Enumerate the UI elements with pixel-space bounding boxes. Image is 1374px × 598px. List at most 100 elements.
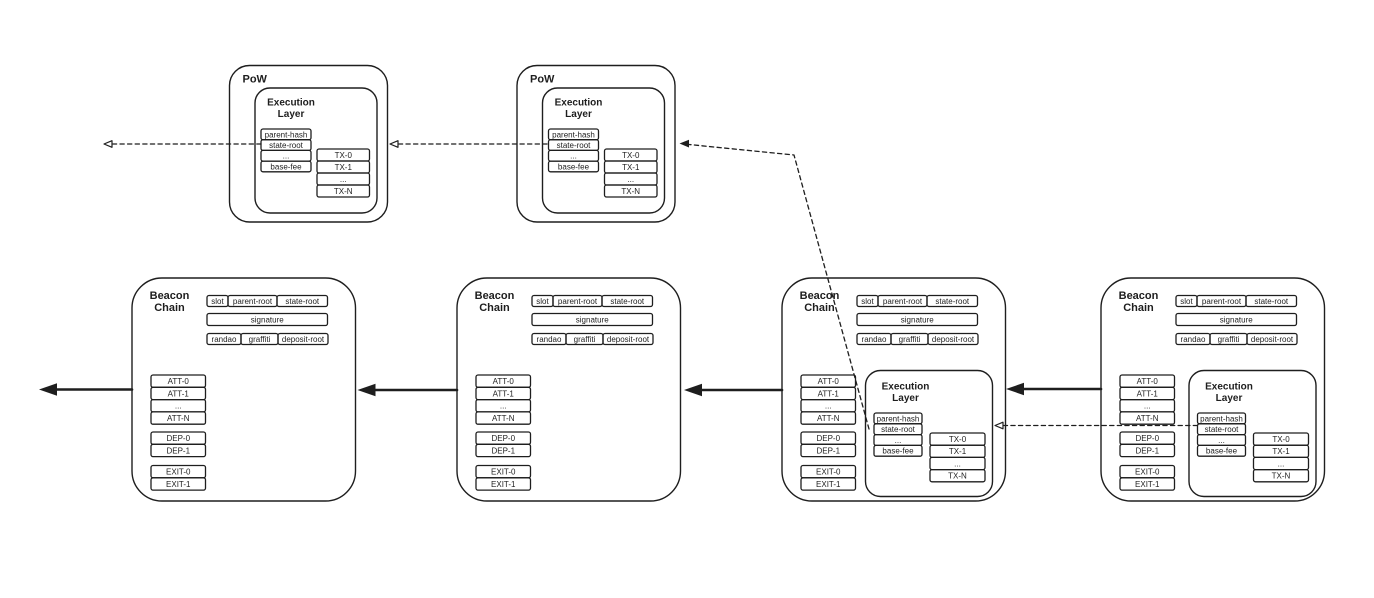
svg-text:state-root: state-root [269, 141, 304, 150]
svg-text:Beacon: Beacon [1119, 290, 1159, 302]
svg-text:deposit-root: deposit-root [932, 335, 975, 344]
svg-text:DEP-0: DEP-0 [816, 434, 840, 443]
svg-text:TX-N: TX-N [621, 187, 640, 196]
svg-text:DEP-1: DEP-1 [1135, 446, 1159, 455]
svg-text:TX-1: TX-1 [1272, 447, 1290, 456]
svg-text:...: ... [1144, 402, 1151, 411]
svg-text:EXIT-0: EXIT-0 [166, 468, 191, 477]
svg-text:signature: signature [576, 315, 609, 324]
svg-text:deposit-root: deposit-root [1251, 335, 1294, 344]
svg-text:base-fee: base-fee [558, 162, 590, 171]
svg-text:Execution: Execution [267, 98, 315, 109]
svg-text:state-root: state-root [1205, 425, 1240, 434]
svg-text:ATT-0: ATT-0 [168, 377, 190, 386]
svg-text:slot: slot [1180, 297, 1193, 306]
svg-text:TX-N: TX-N [1272, 472, 1291, 481]
svg-text:Chain: Chain [154, 302, 185, 314]
svg-text:...: ... [954, 459, 961, 468]
svg-text:ATT-1: ATT-1 [493, 389, 515, 398]
svg-text:randao: randao [537, 335, 562, 344]
svg-text:signature: signature [251, 315, 284, 324]
svg-text:ATT-1: ATT-1 [168, 389, 190, 398]
svg-text:...: ... [283, 152, 290, 161]
svg-text:Chain: Chain [804, 302, 835, 314]
svg-text:...: ... [570, 152, 577, 161]
svg-text:ATT-1: ATT-1 [1137, 389, 1159, 398]
svg-text:TX-0: TX-0 [622, 151, 640, 160]
svg-text:TX-1: TX-1 [622, 163, 640, 172]
svg-text:slot: slot [211, 297, 224, 306]
svg-text:slot: slot [861, 297, 874, 306]
svg-text:signature: signature [1220, 315, 1253, 324]
svg-text:randao: randao [212, 335, 237, 344]
svg-text:ATT-0: ATT-0 [493, 377, 515, 386]
svg-text:Chain: Chain [479, 302, 510, 314]
svg-text:state-root: state-root [935, 297, 970, 306]
svg-text:parent-root: parent-root [558, 297, 598, 306]
svg-text:EXIT-1: EXIT-1 [1135, 480, 1160, 489]
svg-text:TX-0: TX-0 [335, 151, 353, 160]
svg-text:EXIT-1: EXIT-1 [166, 480, 191, 489]
svg-text:TX-1: TX-1 [335, 163, 353, 172]
svg-text:...: ... [1218, 436, 1225, 445]
svg-text:TX-N: TX-N [948, 472, 967, 481]
svg-text:slot: slot [536, 297, 549, 306]
svg-text:parent-root: parent-root [883, 297, 923, 306]
svg-text:base-fee: base-fee [270, 162, 302, 171]
svg-text:Layer: Layer [565, 109, 592, 120]
svg-text:Execution: Execution [882, 382, 930, 393]
svg-text:DEP-1: DEP-1 [166, 446, 190, 455]
svg-text:ATT-N: ATT-N [492, 414, 515, 423]
svg-text:TX-N: TX-N [334, 187, 353, 196]
svg-text:state-root: state-root [285, 297, 320, 306]
svg-text:...: ... [340, 175, 347, 184]
svg-text:parent-hash: parent-hash [1200, 414, 1243, 423]
svg-text:base-fee: base-fee [882, 447, 914, 456]
svg-text:randao: randao [1181, 335, 1206, 344]
svg-text:EXIT-0: EXIT-0 [1135, 468, 1160, 477]
svg-text:DEP-0: DEP-0 [166, 434, 190, 443]
svg-text:EXIT-1: EXIT-1 [491, 480, 516, 489]
svg-text:state-root: state-root [557, 141, 592, 150]
svg-text:state-root: state-root [610, 297, 645, 306]
svg-text:PoW: PoW [530, 74, 555, 86]
svg-text:Beacon: Beacon [150, 290, 190, 302]
svg-text:ATT-N: ATT-N [1136, 414, 1159, 423]
svg-text:Chain: Chain [1123, 302, 1154, 314]
svg-text:Beacon: Beacon [800, 290, 840, 302]
svg-text:parent-hash: parent-hash [877, 414, 920, 423]
svg-text:ATT-N: ATT-N [817, 414, 840, 423]
svg-text:...: ... [825, 402, 832, 411]
svg-text:signature: signature [901, 315, 934, 324]
svg-text:DEP-1: DEP-1 [816, 446, 840, 455]
svg-text:state-root: state-root [1254, 297, 1289, 306]
svg-text:...: ... [1278, 459, 1285, 468]
svg-text:DEP-0: DEP-0 [1135, 434, 1159, 443]
svg-text:ATT-N: ATT-N [167, 414, 190, 423]
svg-text:...: ... [895, 436, 902, 445]
svg-text:TX-1: TX-1 [949, 447, 967, 456]
svg-text:...: ... [175, 402, 182, 411]
svg-text:Layer: Layer [1216, 393, 1243, 404]
svg-text:PoW: PoW [243, 74, 268, 86]
svg-text:Layer: Layer [892, 393, 919, 404]
svg-text:EXIT-0: EXIT-0 [816, 468, 841, 477]
svg-text:deposit-root: deposit-root [607, 335, 650, 344]
svg-text:...: ... [500, 402, 507, 411]
svg-text:TX-0: TX-0 [1272, 435, 1290, 444]
svg-text:base-fee: base-fee [1206, 447, 1238, 456]
svg-text:parent-hash: parent-hash [265, 130, 308, 139]
svg-text:graffiti: graffiti [574, 335, 596, 344]
svg-text:deposit-root: deposit-root [282, 335, 325, 344]
svg-text:graffiti: graffiti [249, 335, 271, 344]
svg-text:Execution: Execution [1205, 382, 1253, 393]
svg-text:graffiti: graffiti [1218, 335, 1240, 344]
svg-text:ATT-0: ATT-0 [1137, 377, 1159, 386]
svg-text:ATT-1: ATT-1 [818, 389, 840, 398]
svg-text:Execution: Execution [555, 98, 603, 109]
svg-text:Layer: Layer [278, 109, 305, 120]
svg-text:DEP-0: DEP-0 [491, 434, 515, 443]
svg-text:parent-hash: parent-hash [552, 130, 595, 139]
svg-text:parent-root: parent-root [1202, 297, 1242, 306]
svg-text:...: ... [627, 175, 634, 184]
